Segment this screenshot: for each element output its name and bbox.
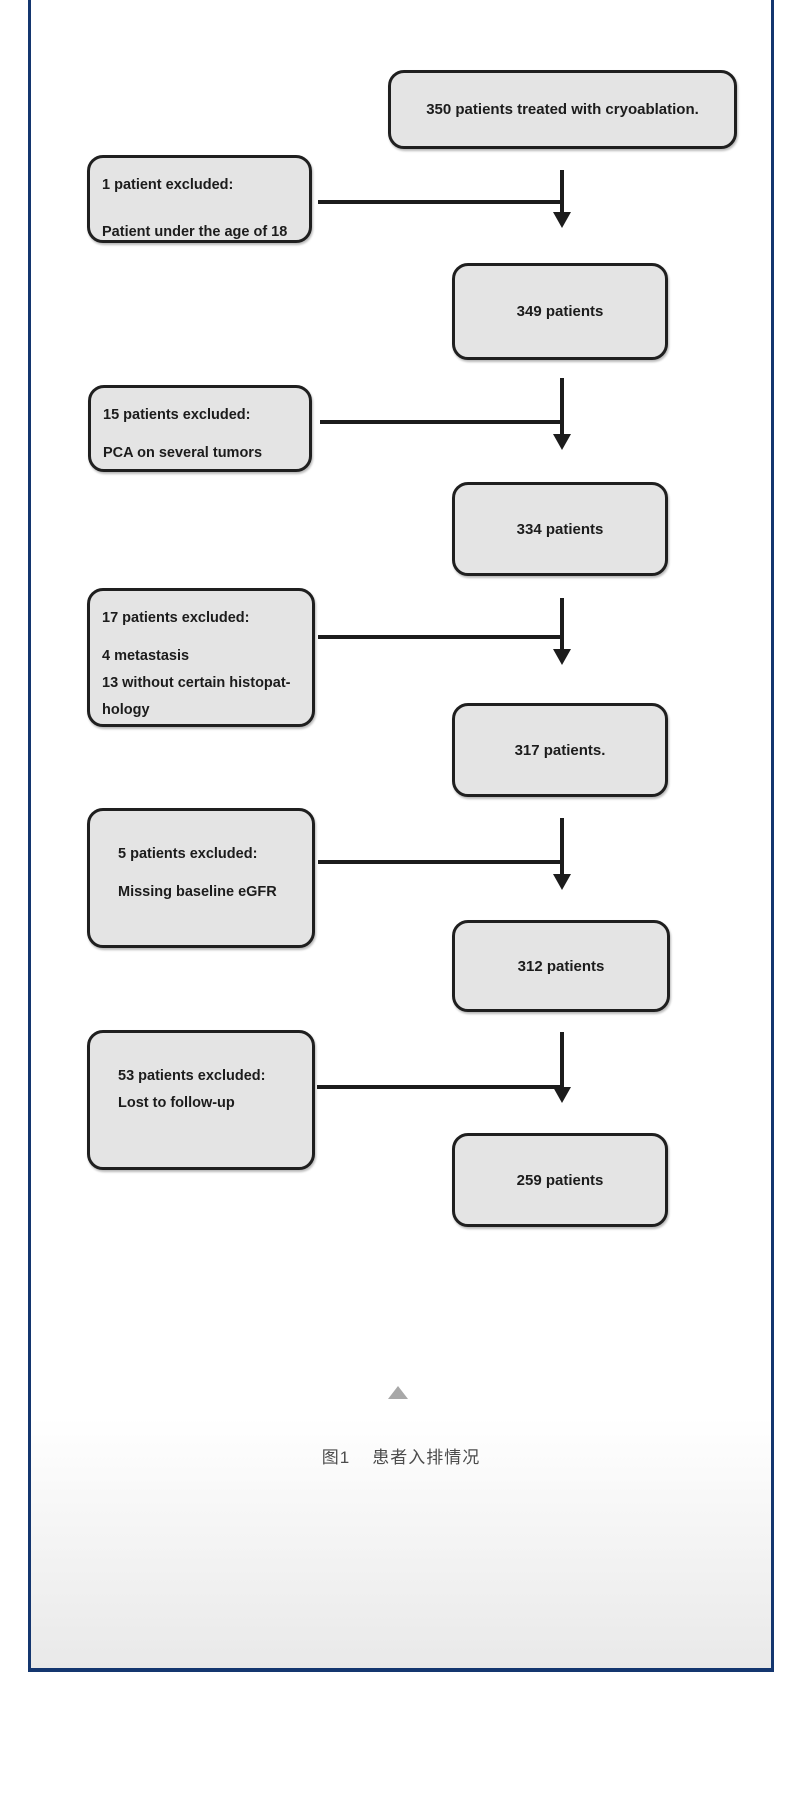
exclusion-line: hology (102, 702, 150, 718)
exclusion-line: 13 without certain histopat- (102, 675, 291, 691)
exclusion-line: 17 patients excluded: (102, 610, 250, 626)
arrow-down-icon (553, 434, 571, 450)
arrow-line-5 (560, 1032, 564, 1089)
node-349-patients: 349 patients (452, 263, 668, 360)
exclusion-line: Missing baseline eGFR (118, 884, 277, 900)
node-259-patients: 259 patients (452, 1133, 668, 1227)
exclusion-line: 5 patients excluded: (118, 846, 258, 862)
exclusion-line: PCA on several tumors (103, 445, 263, 461)
triangle-up-icon[interactable] (388, 1386, 408, 1399)
arrow-down-icon (553, 212, 571, 228)
exclusion-line: Patient under the age of 18 (102, 224, 288, 240)
exclusion-line: 4 metastasis (102, 648, 190, 664)
exclusion-box-3: 17 patients excluded: 4 metastasis 13 wi… (87, 588, 315, 727)
arrow-line-4 (560, 818, 564, 876)
connector-line-1 (318, 200, 564, 204)
arrow-line-1 (560, 170, 564, 216)
arrow-down-icon (553, 649, 571, 665)
node-350-patients: 350 patients treated with cryoablation. (388, 70, 737, 149)
exclusion-box-2: 15 patients excluded: PCA on several tum… (88, 385, 312, 472)
arrow-line-3 (560, 598, 564, 651)
connector-line-4 (318, 860, 562, 864)
exclusion-line: 15 patients excluded: (103, 407, 251, 423)
exclusion-box-1: 1 patient excluded: Patient under the ag… (87, 155, 312, 243)
exclusion-box-4: 5 patients excluded: Missing baseline eG… (87, 808, 315, 948)
figure-caption-title: 患者入排情况 (372, 1448, 481, 1467)
connector-line-2 (320, 420, 562, 424)
exclusion-line: Lost to follow-up (118, 1095, 235, 1111)
arrow-down-icon (553, 874, 571, 890)
exclusion-box-5: 53 patients excluded: Lost to follow-up (87, 1030, 315, 1170)
connector-line-3 (318, 635, 562, 639)
node-317-patients: 317 patients. (452, 703, 668, 797)
arrow-line-2 (560, 378, 564, 436)
figure-caption: 图1 患者入排情况 (31, 1443, 771, 1468)
node-334-patients: 334 patients (452, 482, 668, 576)
exclusion-line: 1 patient excluded: (102, 177, 234, 193)
arrow-down-icon (553, 1087, 571, 1103)
node-312-patients: 312 patients (452, 920, 670, 1012)
figure-caption-number: 图1 (321, 1448, 351, 1467)
exclusion-line: 53 patients excluded: (118, 1068, 266, 1084)
connector-line-5 (317, 1085, 562, 1089)
